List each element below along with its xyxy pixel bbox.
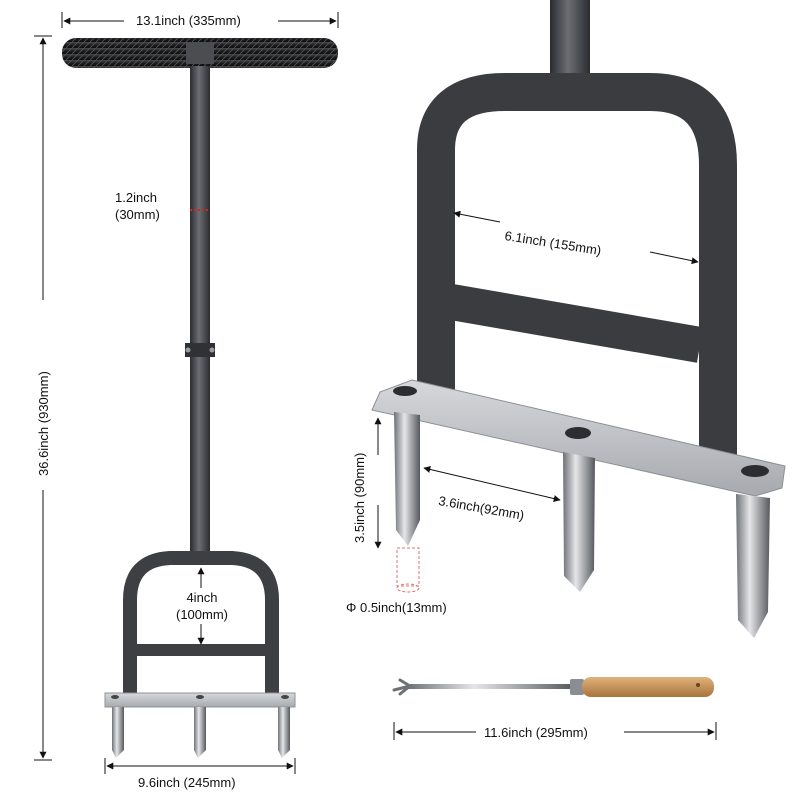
- shaft: [190, 66, 210, 556]
- tine-length-label: 3.5inch (90mm): [352, 452, 367, 543]
- aerator-full-view: [62, 38, 338, 758]
- shaft-diameter-label: 1.2inch: [115, 190, 157, 205]
- base-width-label: 9.6inch (245mm): [138, 775, 236, 790]
- dimension-lines-left: [34, 12, 339, 774]
- closeup-frame: [417, 73, 737, 470]
- handle-width-label: 13.1inch (335mm): [134, 13, 243, 29]
- fork-cleaning-tool: [392, 677, 714, 697]
- step-frame: [123, 551, 279, 700]
- tool-length-label: 11.6inch (295mm): [482, 725, 590, 741]
- dimension-line-tool: [393, 722, 717, 740]
- dimension-lines-right: [374, 210, 699, 549]
- closeup-tines: [394, 412, 770, 638]
- aerator-closeup-view: [371, 0, 786, 638]
- wood-handle: [582, 677, 714, 697]
- frame-gap-label: 4inch: [186, 590, 218, 605]
- shaft-diameter-mm-label: (30mm): [115, 207, 160, 222]
- tines-small: [112, 707, 290, 758]
- total-height-label: 36.6inch (930mm): [36, 369, 52, 478]
- tine-diameter-label: Φ 0.5inch(13mm): [346, 600, 447, 615]
- frame-gap-mm-label: (100mm): [175, 607, 228, 622]
